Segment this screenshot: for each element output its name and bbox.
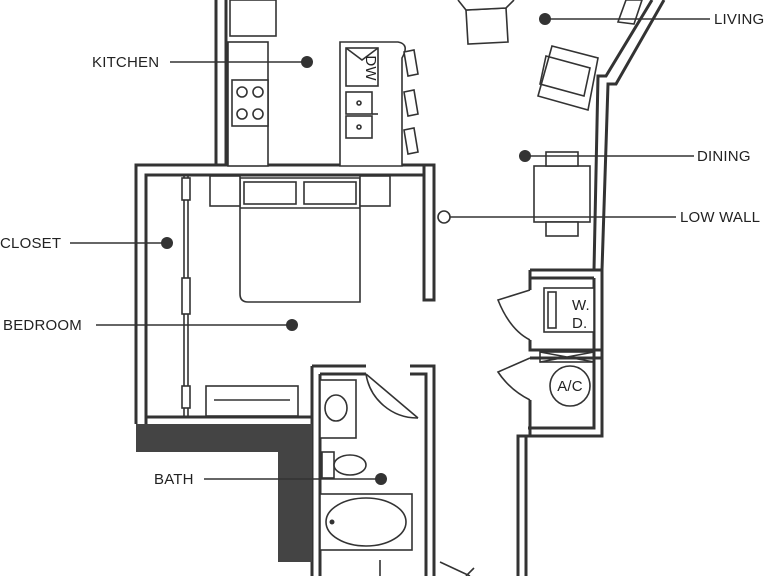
toilet-icon	[321, 451, 367, 479]
dresser-icon	[205, 385, 299, 417]
living-label: LIVING	[714, 11, 764, 28]
low-wall-label: LOW WALL	[680, 209, 760, 226]
bed-icon	[239, 177, 361, 303]
label-leaders	[70, 13, 710, 485]
ac-unit-icon	[539, 351, 595, 407]
armchair-icon	[457, 0, 599, 112]
dining-table-icon	[533, 151, 591, 237]
stove-icon	[236, 86, 264, 120]
bedroom-label: BEDROOM	[3, 317, 82, 334]
tv-console-icon	[616, 0, 643, 25]
dishwasher-label: DW	[362, 55, 379, 81]
vanity-sink-icon	[319, 379, 357, 439]
dining-label: DINING	[697, 148, 751, 165]
kitchen-label: KITCHEN	[92, 54, 159, 71]
kitchen-counters	[227, 0, 277, 167]
bath-label: BATH	[154, 471, 194, 488]
closet-door-swing	[496, 289, 531, 401]
dryer-label: D.	[572, 315, 587, 332]
closet-doors	[181, 176, 191, 416]
structural-wall	[136, 424, 312, 562]
bar-stool-icon	[403, 49, 419, 155]
bath-door-swing	[365, 373, 419, 419]
washer-dryer-icon	[543, 287, 595, 333]
nightstand-icon	[209, 175, 391, 207]
closet-label: CLOSET	[0, 235, 61, 252]
washer-label: W.	[572, 297, 590, 314]
ac-label: A/C	[557, 378, 583, 395]
bathtub-icon	[319, 493, 413, 551]
dishwasher-icon	[345, 47, 379, 87]
sink-icon	[345, 91, 378, 139]
